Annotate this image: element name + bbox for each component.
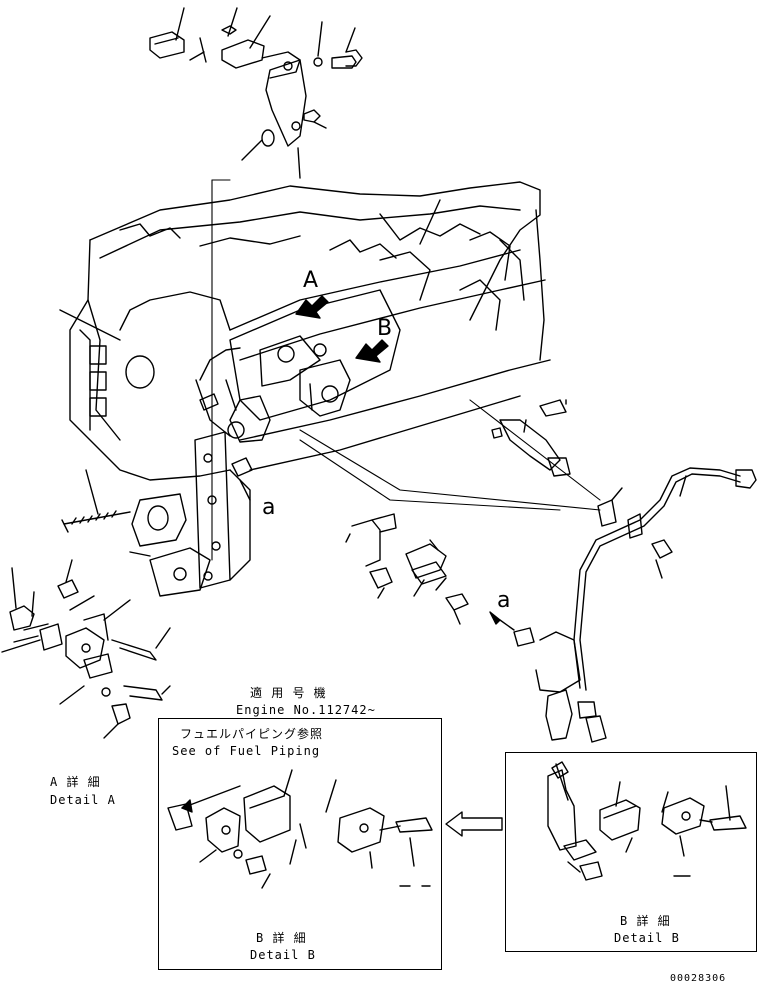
- detail-b-right-title-en: Detail B: [614, 931, 680, 945]
- applicability-title: 適 用 号 機: [250, 686, 327, 700]
- detail-b-left-box: [158, 718, 442, 970]
- engine-block: [59, 181, 551, 597]
- engine-number: Engine No.112742~: [236, 703, 376, 717]
- fuel-pipe: [491, 399, 757, 743]
- detail-a-title-jp: A 詳 細: [50, 775, 101, 789]
- view-b-callout: B: [377, 316, 393, 341]
- ref-a-callout: a: [262, 495, 276, 520]
- detail-b-left-title-jp: B 詳 細: [256, 931, 307, 945]
- center-bracket-parts: [345, 513, 515, 631]
- detail-b-left-parts: [167, 769, 433, 889]
- detail-a-parts: [1, 559, 171, 739]
- hollow-arrow: [445, 811, 503, 837]
- top-bracket-parts: [149, 7, 363, 179]
- detail-b-right-title-jp: B 詳 細: [620, 914, 671, 928]
- fuel-piping-note-jp: フュエルパイピング参照: [180, 727, 324, 741]
- detail-b-left-title-en: Detail B: [250, 948, 316, 962]
- detail-b-right-box: [505, 752, 757, 952]
- fuel-piping-note-en: See of Fuel Piping: [172, 744, 321, 758]
- view-a-callout: A: [303, 268, 319, 293]
- ref-a-callout-2: a: [497, 588, 511, 613]
- drawing-number: 00028306: [670, 973, 727, 984]
- detail-b-right-parts: [547, 761, 747, 881]
- fuel-pump-assembly: [195, 289, 401, 501]
- detail-a-title-en: Detail A: [50, 793, 116, 807]
